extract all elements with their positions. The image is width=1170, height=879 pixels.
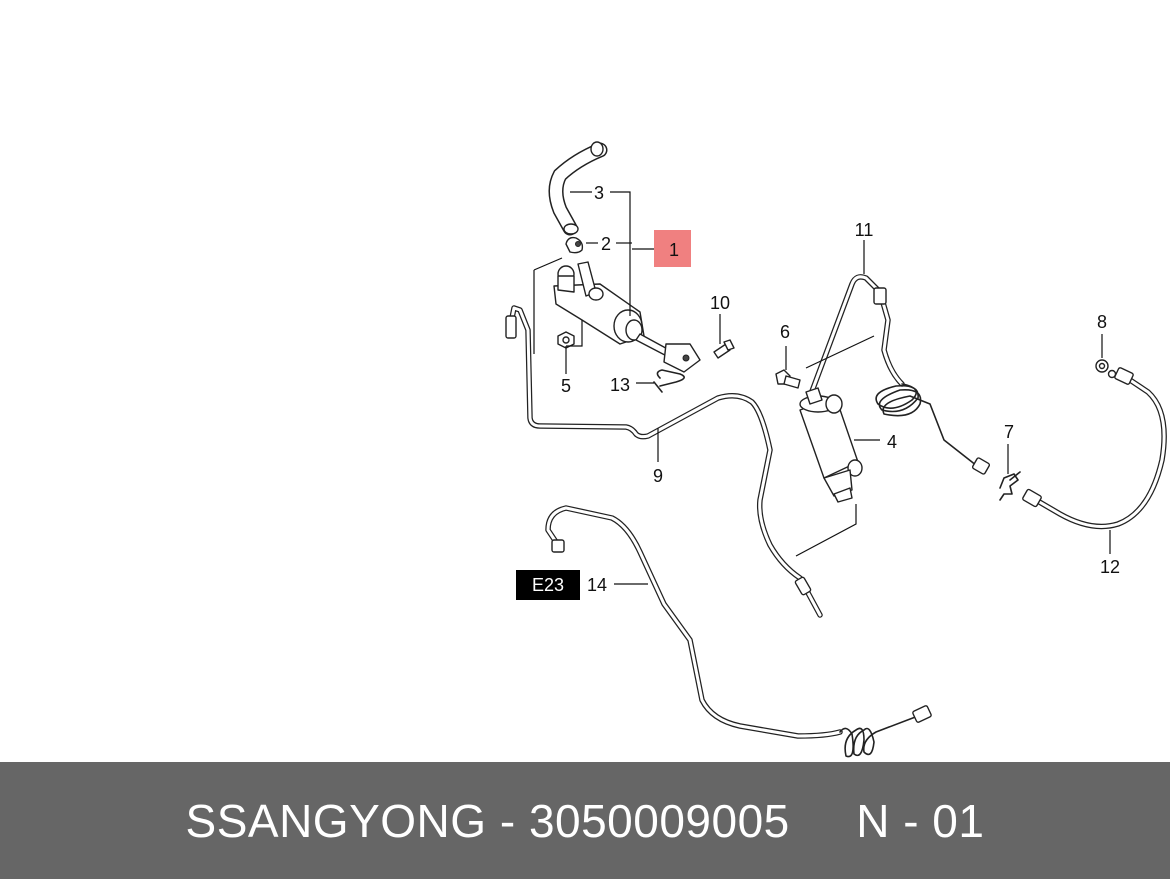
callout-4: 4 bbox=[887, 432, 897, 452]
callout-8: 8 bbox=[1097, 312, 1107, 332]
callout-9: 9 bbox=[653, 466, 663, 486]
callout-6: 6 bbox=[780, 322, 790, 342]
brake-pipe-14 bbox=[545, 505, 932, 758]
pipe-fitting-icon bbox=[794, 576, 812, 596]
washer-8 bbox=[1095, 359, 1109, 373]
hose-12 bbox=[1022, 367, 1167, 530]
hose-fitting-icon bbox=[1114, 367, 1134, 385]
reference-tag-label: E23 bbox=[532, 575, 564, 595]
reservoir-hose-3 bbox=[548, 141, 608, 236]
callout-3: 3 bbox=[594, 183, 604, 203]
hose-11 bbox=[805, 274, 991, 475]
hose-fitting-icon bbox=[1022, 488, 1042, 508]
bracket-7 bbox=[999, 471, 1021, 501]
footer-separator: - bbox=[499, 794, 516, 847]
reference-tag bbox=[516, 570, 580, 600]
pipe-fitting-icon bbox=[912, 705, 932, 723]
hose-fitting-icon bbox=[873, 287, 887, 305]
pipe-fitting-icon bbox=[505, 315, 517, 339]
clip-13 bbox=[653, 369, 685, 393]
callout-10: 10 bbox=[710, 293, 730, 313]
pin-10 bbox=[713, 339, 735, 359]
leader-lines bbox=[533, 191, 1111, 585]
pipe-fitting-icon bbox=[551, 539, 565, 553]
callout-highlight bbox=[654, 230, 691, 267]
callout-2: 2 bbox=[601, 234, 611, 254]
callout-11: 11 bbox=[855, 220, 874, 240]
hose-clamp-2 bbox=[565, 236, 584, 254]
footer-brand: SSANGYONG bbox=[185, 794, 487, 847]
parts-diagram: 1 2 3 4 5 6 7 8 9 10 11 12 13 14 E23 bbox=[505, 141, 1167, 758]
callout-7: 7 bbox=[1004, 422, 1014, 442]
nut-5 bbox=[557, 331, 575, 349]
callout-14: 14 bbox=[587, 575, 607, 595]
brake-pipe-9 bbox=[505, 305, 823, 618]
callout-1: 1 bbox=[669, 240, 679, 260]
master-cylinder-1 bbox=[553, 261, 701, 373]
hex-nut-icon bbox=[1107, 369, 1117, 379]
bolt-6 bbox=[775, 369, 801, 389]
callout-5: 5 bbox=[561, 376, 571, 396]
slave-cylinder-4 bbox=[799, 387, 863, 503]
callout-12: 12 bbox=[1100, 557, 1120, 577]
footer-bar: SSANGYONG - 3050009005 N - 01 bbox=[0, 762, 1170, 879]
footer-gap bbox=[790, 794, 856, 848]
hose-fitting-icon bbox=[971, 457, 991, 475]
footer-page-code: N - 01 bbox=[856, 794, 985, 847]
callout-13: 13 bbox=[610, 375, 630, 395]
footer-part-number: 3050009005 bbox=[528, 794, 790, 847]
